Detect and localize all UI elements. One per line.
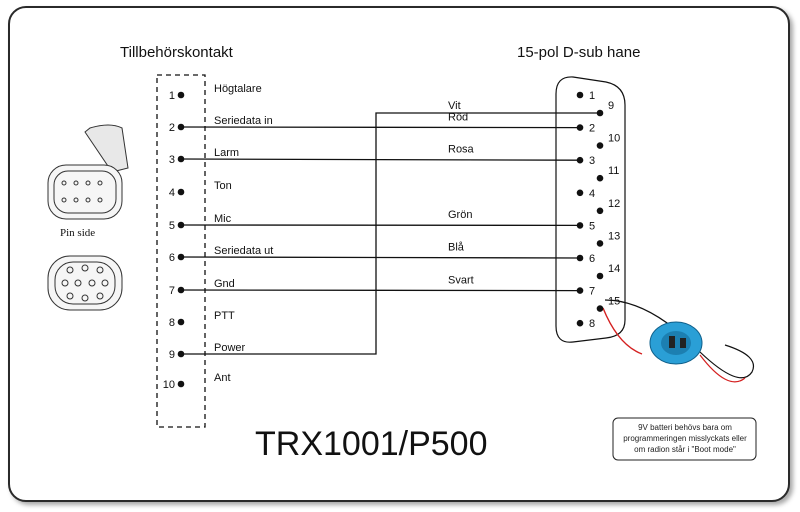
wire-color-label: Röd — [448, 111, 468, 123]
battery-note-line-2: programmeringen misslyckats eller — [623, 434, 747, 443]
accessory-pin-signal-6: Seriedata ut — [214, 245, 273, 257]
dsub-pin-number-12: 12 — [608, 198, 620, 210]
accessory-pin-number-2: 2 — [169, 122, 175, 134]
dsub-pin-number-11: 11 — [608, 165, 619, 177]
battery-note-line-3: om radion står i "Boot mode" — [634, 445, 736, 454]
dsub-pin-dot-4 — [576, 189, 584, 197]
dsub-pin-dot-1 — [576, 91, 584, 99]
wire-vit — [181, 112, 600, 355]
diagram-title: TRX1001/P500 — [255, 425, 488, 463]
dsub-pin-number-7: 7 — [589, 286, 595, 298]
dsub-pin-number-1: 1 — [589, 90, 595, 102]
accessory-pin-signal-9: Power — [214, 342, 246, 354]
wire-rosa — [180, 158, 581, 161]
accessory-connector-outline — [156, 74, 206, 428]
dsub-pin-dot-14 — [596, 272, 604, 280]
accessory-pin-number-5: 5 — [169, 220, 175, 232]
accessory-pin-dot-4 — [177, 188, 185, 196]
accessory-pin-signal-8: PTT — [214, 310, 235, 322]
dsub-pin-dot-12 — [596, 207, 604, 215]
battery-note-line-1: 9V batteri behövs bara om — [638, 423, 732, 432]
accessory-pin-signal-7: Gnd — [214, 278, 235, 290]
accessory-pin-signal-1: Högtalare — [214, 83, 262, 95]
accessory-pin-number-3: 3 — [169, 154, 175, 166]
dsub-pin-number-9: 9 — [608, 100, 614, 112]
dsub-pin-dot-7 — [576, 287, 584, 294]
accessory-pin-dot-1 — [177, 91, 185, 99]
dsub-pin-number-5: 5 — [589, 220, 595, 232]
dsub-pin-dot-11 — [596, 174, 604, 182]
pin-side-label: Pin side — [60, 227, 95, 239]
dsub-pin-number-6: 6 — [589, 253, 595, 265]
accessory-pin-dot-8 — [177, 318, 185, 326]
dsub-pin-dot-8 — [576, 319, 584, 327]
battery-clip — [602, 299, 754, 383]
wire-color-label: Blå — [448, 242, 465, 254]
dsub-pin-number-15: 15 — [608, 296, 620, 308]
dsub-pin-number-14: 14 — [608, 263, 620, 275]
accessory-pin-signal-4: Ton — [214, 180, 232, 192]
accessory-pin-signal-2: Seriedata in — [214, 115, 273, 127]
dsub-pin-number-2: 2 — [589, 123, 595, 135]
dsub-connector-header: 15-pol D-sub hane — [517, 44, 640, 61]
dsub-pin-number-4: 4 — [589, 188, 595, 200]
accessory-pin-number-9: 9 — [169, 349, 175, 361]
dsub-connector-shell — [555, 76, 626, 343]
wire-color-label: Vit — [448, 100, 461, 112]
dsub-pin-number-3: 3 — [589, 155, 595, 167]
wire-color-label: Svart — [448, 274, 474, 286]
wire-color-label: Grön — [448, 209, 472, 221]
dsub-pin-dot-13 — [596, 240, 604, 247]
accessory-pin-number-6: 6 — [169, 252, 175, 264]
wire-color-label: Rosa — [448, 144, 475, 156]
connector-pin-side-sketch — [47, 124, 129, 311]
accessory-pin-number-8: 8 — [169, 317, 175, 329]
accessory-pin-dot-10 — [177, 380, 185, 388]
dsub-pin-dot-10 — [596, 142, 604, 149]
accessory-pin-number-10: 10 — [163, 379, 175, 391]
battery-note-box — [612, 417, 757, 461]
accessory-pin-signal-3: Larm — [214, 147, 239, 159]
accessory-pin-number-4: 4 — [169, 187, 175, 199]
wire-röd — [180, 126, 581, 129]
wire-svart — [180, 289, 581, 292]
accessory-connector-header: Tillbehörskontakt — [120, 44, 234, 61]
dsub-pin-number-10: 10 — [608, 133, 620, 145]
accessory-pin-number-7: 7 — [169, 285, 175, 297]
accessory-pin-number-1: 1 — [169, 90, 175, 102]
dsub-pin-number-8: 8 — [589, 318, 595, 330]
accessory-pin-signal-5: Mic — [214, 213, 232, 225]
accessory-pin-signal-10: Ant — [214, 372, 231, 384]
dsub-pin-dot-15 — [596, 305, 604, 312]
dsub-pin-number-13: 13 — [608, 230, 620, 242]
wire-blå — [180, 256, 581, 259]
